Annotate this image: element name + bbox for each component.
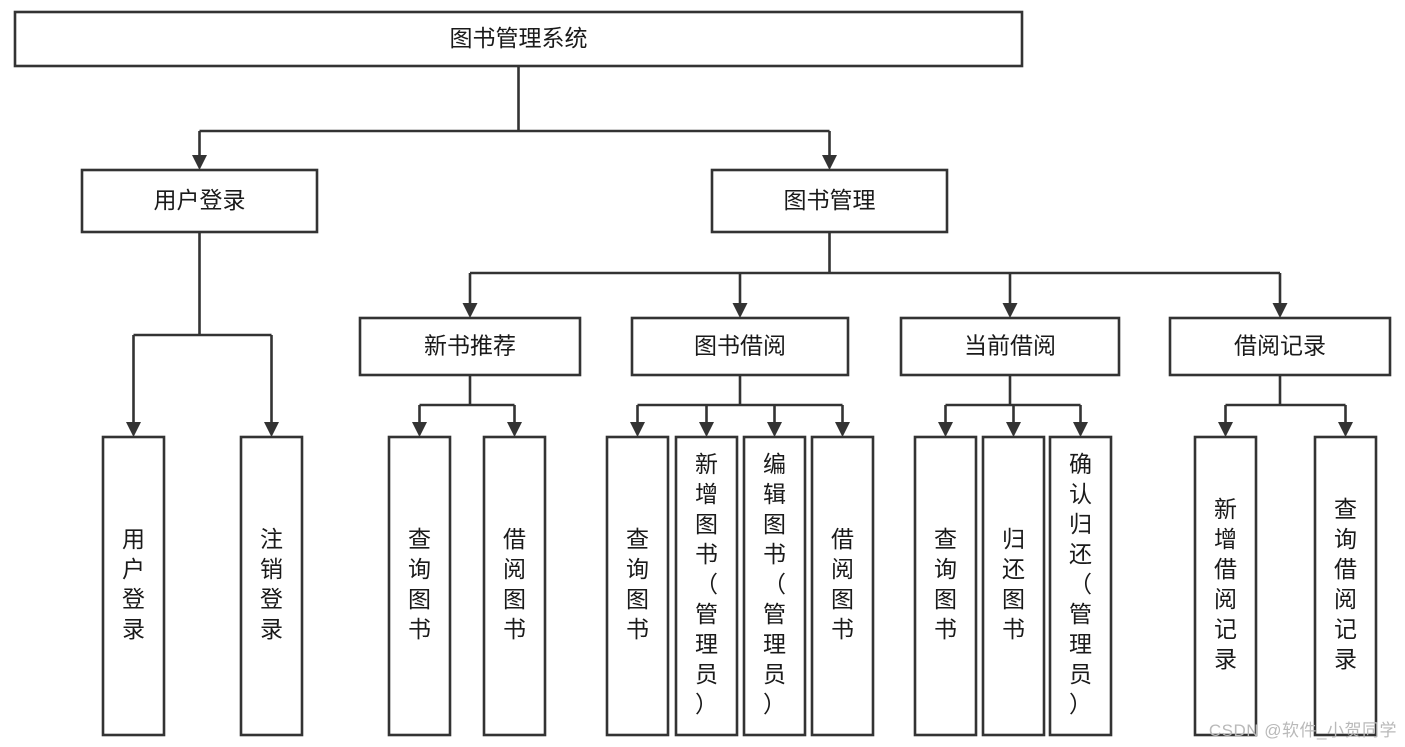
- node-layer: 图书管理系统用户登录图书管理新书推荐图书借阅当前借阅借阅记录用户登录注销登录查询…: [13, 10, 1392, 737]
- node-leaf-2[interactable]: 查询图书: [387, 435, 452, 737]
- l3-3-leaf-1-drop-arrowhead: [1338, 422, 1353, 437]
- level2-1-drop-arrowhead: [822, 155, 837, 170]
- node-level2-0-label: 用户登录: [154, 187, 246, 213]
- node-level3-3[interactable]: 借阅记录: [1168, 316, 1392, 377]
- node-level3-0-box[interactable]: [358, 316, 582, 377]
- node-level3-1[interactable]: 图书借阅: [630, 316, 850, 377]
- node-level2-0-box[interactable]: [80, 168, 319, 234]
- node-leaf-3-box[interactable]: [482, 435, 547, 737]
- node-level2-0[interactable]: 用户登录: [80, 168, 319, 234]
- node-level2-1-box[interactable]: [710, 168, 949, 234]
- node-level3-0[interactable]: 新书推荐: [358, 316, 582, 377]
- node-level3-1-label: 图书借阅: [694, 333, 786, 359]
- node-level3-0-label: 新书推荐: [424, 333, 516, 359]
- node-leaf-9[interactable]: 归还图书: [981, 435, 1046, 737]
- l3-1-leaf-1-drop-arrowhead: [699, 422, 714, 437]
- node-leaf-1-box[interactable]: [239, 435, 304, 737]
- l3-2-leaf-2-drop-arrowhead: [1073, 422, 1088, 437]
- node-leaf-10-box[interactable]: [1048, 435, 1113, 737]
- node-leaf-11[interactable]: 新增借阅记录: [1193, 435, 1258, 737]
- l3-2-leaf-1-drop-arrowhead: [1006, 422, 1021, 437]
- node-leaf-7[interactable]: 借阅图书: [810, 435, 875, 737]
- l3-2-leaf-0-drop-arrowhead: [938, 422, 953, 437]
- node-leaf-11-label: 新增借阅记录: [1214, 496, 1237, 672]
- node-root-box[interactable]: [13, 10, 1024, 68]
- l3-0-leaf-1-drop-arrowhead: [507, 422, 522, 437]
- node-leaf-4[interactable]: 查询图书: [605, 435, 670, 737]
- node-leaf-0-box[interactable]: [101, 435, 166, 737]
- node-leaf-5[interactable]: 新增图书（管理员）: [674, 435, 739, 737]
- node-level2-1[interactable]: 图书管理: [710, 168, 949, 234]
- level2-0-drop-arrowhead: [192, 155, 207, 170]
- l3-3-leaf-0-drop-arrowhead: [1218, 422, 1233, 437]
- node-leaf-0-label: 用户登录: [122, 526, 145, 642]
- node-leaf-12-label: 查询借阅记录: [1334, 496, 1357, 672]
- l3-1-leaf-2-drop-arrowhead: [767, 422, 782, 437]
- node-leaf-12[interactable]: 查询借阅记录: [1313, 435, 1378, 737]
- node-leaf-2-label: 查询图书: [408, 526, 431, 642]
- node-leaf-0[interactable]: 用户登录: [101, 435, 166, 737]
- node-leaf-2-box[interactable]: [387, 435, 452, 737]
- node-leaf-12-box[interactable]: [1313, 435, 1378, 737]
- l3-1-leaf-0-drop-arrowhead: [630, 422, 645, 437]
- level3-3-drop-arrowhead: [1272, 303, 1288, 318]
- node-leaf-9-label: 归还图书: [1002, 526, 1025, 642]
- node-leaf-7-box[interactable]: [810, 435, 875, 737]
- node-leaf-6-box[interactable]: [742, 435, 807, 737]
- node-leaf-5-box[interactable]: [674, 435, 739, 737]
- connector-layer: [126, 66, 1353, 437]
- node-level2-1-label: 图书管理: [784, 187, 876, 213]
- node-leaf-3-label: 借阅图书: [503, 526, 526, 642]
- node-level3-2-box[interactable]: [899, 316, 1121, 377]
- level3-0-drop-arrowhead: [462, 303, 478, 318]
- node-level3-3-box[interactable]: [1168, 316, 1392, 377]
- node-leaf-10-label: 确认归还（管理员）: [1069, 451, 1092, 717]
- level3-1-drop-arrowhead: [732, 303, 748, 318]
- node-leaf-4-box[interactable]: [605, 435, 670, 737]
- node-leaf-8-box[interactable]: [913, 435, 978, 737]
- l3-0-leaf-0-drop-arrowhead: [412, 422, 427, 437]
- node-root-label: 图书管理系统: [450, 25, 588, 51]
- node-leaf-7-label: 借阅图书: [831, 526, 854, 642]
- node-leaf-11-box[interactable]: [1193, 435, 1258, 737]
- node-leaf-9-box[interactable]: [981, 435, 1046, 737]
- node-leaf-6-label: 编辑图书（管理员）: [763, 451, 786, 717]
- node-leaf-4-label: 查询图书: [626, 526, 649, 642]
- node-level3-2-label: 当前借阅: [964, 333, 1056, 359]
- node-leaf-10[interactable]: 确认归还（管理员）: [1048, 435, 1113, 737]
- level3-2-drop-arrowhead: [1002, 303, 1018, 318]
- login-leaf-0-drop-arrowhead: [126, 422, 141, 437]
- node-level3-2[interactable]: 当前借阅: [899, 316, 1121, 377]
- node-leaf-8[interactable]: 查询图书: [913, 435, 978, 737]
- node-leaf-1-label: 注销登录: [260, 526, 283, 642]
- node-leaf-3[interactable]: 借阅图书: [482, 435, 547, 737]
- node-level3-1-box[interactable]: [630, 316, 850, 377]
- node-leaf-8-label: 查询图书: [934, 526, 957, 642]
- login-leaf-1-drop-arrowhead: [264, 422, 279, 437]
- l3-1-leaf-3-drop-arrowhead: [835, 422, 850, 437]
- node-leaf-6[interactable]: 编辑图书（管理员）: [742, 435, 807, 737]
- node-level3-3-label: 借阅记录: [1234, 333, 1326, 359]
- node-leaf-1[interactable]: 注销登录: [239, 435, 304, 737]
- node-leaf-5-label: 新增图书（管理员）: [695, 451, 718, 717]
- node-root[interactable]: 图书管理系统: [13, 10, 1024, 68]
